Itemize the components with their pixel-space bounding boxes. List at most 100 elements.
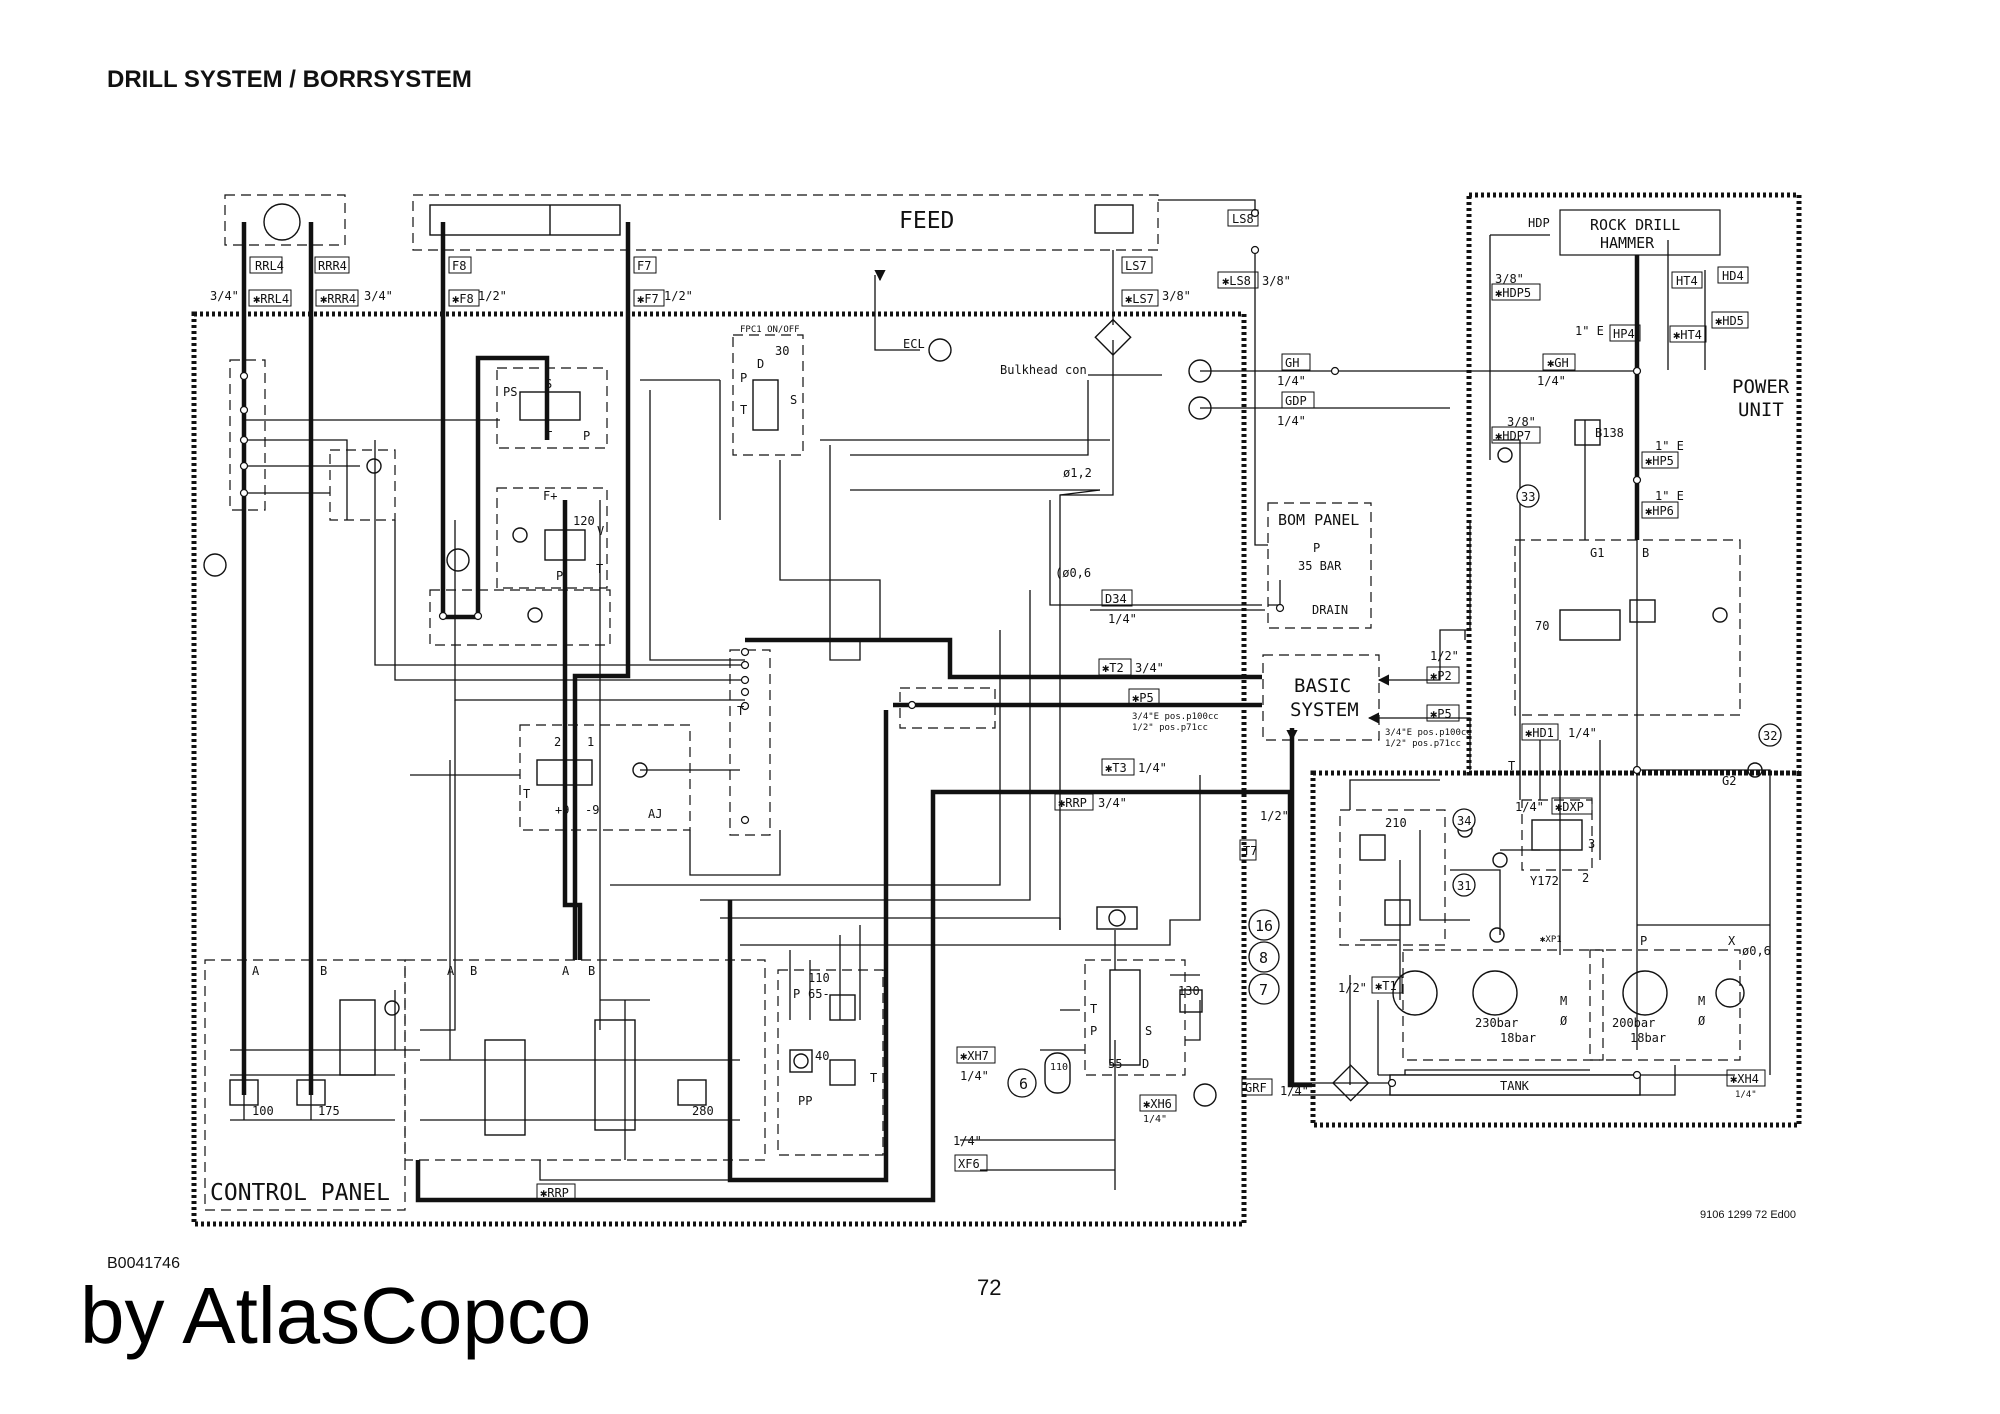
drawing-number: 9106 1299 72 Ed00 <box>1700 1209 1796 1221</box>
rock-drill-box <box>1559 209 1721 256</box>
unit-label: UNIT <box>1738 399 1784 421</box>
pp-check-icon <box>789 1049 813 1073</box>
valve-label: T <box>737 704 744 718</box>
ref-number: 34 <box>1457 814 1471 828</box>
port-label: A <box>447 964 455 978</box>
valve-label: Y172 <box>1530 874 1559 888</box>
ref-number: 16 <box>1255 917 1273 935</box>
valve-label: -9 <box>585 803 599 817</box>
bom-panel-box <box>1267 502 1372 629</box>
rotation-motor-box <box>224 194 346 246</box>
pump-3-icon <box>1622 970 1668 1016</box>
orifice-label: ø1,2 <box>1063 466 1092 480</box>
port-label: HP4 <box>1613 327 1635 341</box>
port-label: ✱HP6 <box>1645 504 1674 518</box>
size-label: 1/4" <box>1138 761 1167 775</box>
setting-label: 280 <box>692 1104 714 1118</box>
orifice-label: (ø0,6 <box>1055 566 1091 580</box>
port-label: GRF <box>1245 1081 1267 1095</box>
size-label: 3/4" <box>1098 796 1127 810</box>
rrp-relief-icon <box>1179 989 1203 1013</box>
y172-box <box>1521 799 1593 871</box>
port-label: ✱T3 <box>1105 761 1127 775</box>
boundaries <box>191 192 1802 1227</box>
port-label: ✱RRR4 <box>320 292 356 306</box>
power-label: POWER <box>1732 376 1790 398</box>
size-label: 1/2" <box>664 289 693 303</box>
document-code: B0041746 <box>107 1255 180 1272</box>
port-label: ✱XP1 <box>1540 935 1562 945</box>
bom-bar-label: 35 BAR <box>1298 559 1342 573</box>
check-valve-5-icon <box>384 1000 400 1016</box>
pump-2-icon <box>1472 970 1518 1016</box>
setting-label: 110 <box>1050 1062 1068 1073</box>
valve-label: PP <box>798 1094 812 1108</box>
pp-box <box>777 969 884 1156</box>
tank-label: TANK <box>1500 1079 1530 1093</box>
size-label: 1/4" <box>953 1134 982 1148</box>
valve-label: T <box>545 429 552 443</box>
return-filter-icon <box>1332 1064 1370 1102</box>
ctrl-relief-280-icon <box>677 1079 707 1106</box>
size-label: 1" E <box>1655 439 1684 453</box>
power-unit-boundary <box>1466 192 1802 776</box>
port-label: ✱HDP5 <box>1495 286 1531 300</box>
port-label: ✱XH6 <box>1143 1097 1172 1111</box>
aj-valve-icon <box>536 759 593 786</box>
pressure-block-box <box>1514 539 1741 716</box>
v210-relief-icon <box>1359 834 1386 861</box>
f-valve-icon <box>544 529 586 561</box>
size-label: 1/4" <box>1277 374 1306 388</box>
valve-label: PS <box>503 385 517 399</box>
port-label: ✱HD5 <box>1715 314 1744 328</box>
gauge-3-icon <box>928 338 952 362</box>
ctrl-valve-3-icon <box>594 1019 636 1131</box>
v210-box <box>1339 809 1446 946</box>
setting-label: 175 <box>318 1104 340 1118</box>
valve-label: 2 <box>1582 871 1589 885</box>
port-label: ✱HD1 <box>1525 726 1554 740</box>
port-label: ✱T2 <box>1102 661 1124 675</box>
feed-cylinder-icon <box>429 204 621 236</box>
bulkhead-label: Bulkhead con <box>1000 363 1087 377</box>
ref-number: 31 <box>1457 879 1471 893</box>
port-label: GH <box>1285 356 1299 370</box>
size-label: 1" E <box>1575 324 1604 338</box>
setting-label: 100 <box>252 1104 274 1118</box>
ports <box>239 208 1642 1088</box>
system-label: SYSTEM <box>1290 699 1359 721</box>
valve-label: M <box>1560 994 1567 1008</box>
manifold-box <box>429 589 611 646</box>
valve-label: P <box>793 987 800 1001</box>
port-label: D34 <box>1105 592 1127 606</box>
pressure-block-valve-icon <box>1559 609 1621 641</box>
valve-label: +9 <box>555 803 569 817</box>
port-label: ✱HP5 <box>1645 454 1674 468</box>
fpc-box <box>732 334 804 456</box>
ta-box <box>729 649 771 836</box>
accumulator-icon <box>1044 1052 1071 1094</box>
ref-number: 8 <box>1259 949 1268 967</box>
size-label: 1/4" <box>960 1069 989 1083</box>
size-label: 1/4" <box>1277 414 1306 428</box>
port-label: X <box>1728 934 1736 948</box>
valve-label: S <box>790 393 797 407</box>
valve-label: M <box>1698 994 1705 1008</box>
port-label: B <box>588 964 595 978</box>
control-valves-box <box>404 959 766 1161</box>
control-panel-box <box>204 959 406 1211</box>
port-label: HDP <box>1528 216 1550 230</box>
orifice-label: ø0,6 <box>1742 944 1771 958</box>
port-label: ✱P5 <box>1132 691 1154 705</box>
valve-label: D <box>757 357 764 371</box>
size-label: 1/2" <box>1260 809 1289 823</box>
valve-label: 3 <box>1588 837 1595 851</box>
setting-label: 200bar <box>1612 1016 1655 1030</box>
bom-panel-label: BOM PANEL <box>1278 511 1359 529</box>
size-label: 1/4" <box>1537 374 1566 388</box>
size-label: 3/4" <box>364 289 393 303</box>
ref-number: 33 <box>1521 490 1535 504</box>
drain-label: DRAIN <box>1312 603 1348 617</box>
pump-unit-boundary <box>1310 770 1802 1128</box>
